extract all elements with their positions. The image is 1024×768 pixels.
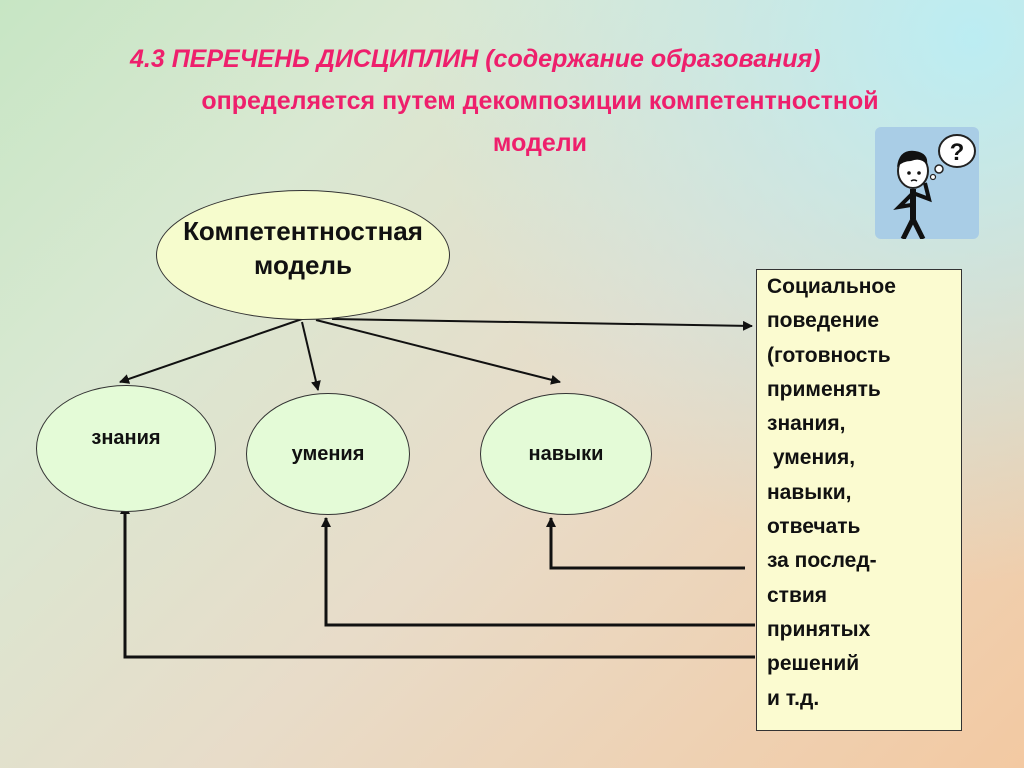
feedback-arrow-umeniya	[321, 517, 755, 627]
arrow-to-umeniya	[301, 321, 321, 391]
knowledge-label: знания	[91, 427, 161, 449]
svg-text:?: ?	[950, 139, 965, 166]
title-line-1: 4.3 ПЕРЕЧЕНЬ ДИСЦИПЛИН (содержание образ…	[130, 45, 821, 73]
arrow-to-navyki	[315, 319, 561, 385]
skills-label: умения	[291, 442, 365, 465]
thinking-person-question-icon: ?	[875, 127, 979, 239]
abilities-node: навыки	[480, 393, 652, 515]
arrow-to-social-box	[331, 318, 753, 331]
arrow-to-znaniya	[119, 318, 303, 384]
feedback-arrow-navyki	[546, 517, 745, 570]
competency-model-node: Компетентностная модель	[156, 190, 450, 320]
title-line-3: модели	[492, 129, 588, 157]
abilities-label: навыки	[528, 442, 604, 465]
knowledge-node: знания	[36, 385, 216, 512]
competency-model-label: Компетентностная модель	[183, 216, 423, 280]
slide-title: 4.3 ПЕРЕЧЕНЬ ДИСЦИПЛИН (содержание образ…	[120, 38, 960, 164]
title-line-2: определяется путем декомпозиции компетен…	[201, 87, 879, 115]
social-behavior-box: Социальное поведение (готовность применя…	[756, 269, 962, 731]
feedback-arrow-znaniya	[120, 504, 755, 659]
skills-node: умения	[246, 393, 410, 515]
